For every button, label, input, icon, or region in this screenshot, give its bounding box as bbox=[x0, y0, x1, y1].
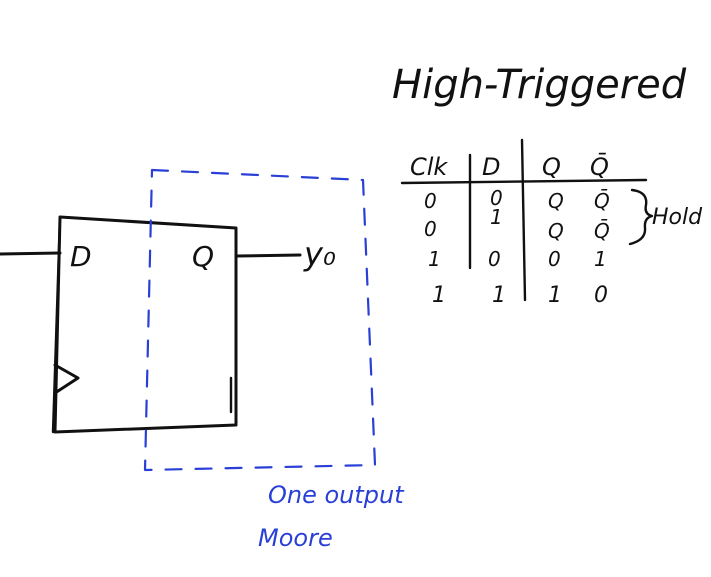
table-cell: 1 bbox=[432, 283, 446, 308]
table-cell: Q̄ bbox=[594, 188, 610, 213]
annotation-line1: One output bbox=[268, 481, 405, 509]
clock-triangle-icon bbox=[53, 363, 80, 395]
annotation-line2: Moore bbox=[258, 524, 333, 552]
table-cell: 1 bbox=[490, 205, 503, 229]
moore-output-boundary: One output Moore bbox=[143, 168, 405, 552]
flip-flop: D Q y₀ bbox=[0, 215, 336, 434]
table-cell: 0 bbox=[424, 217, 437, 241]
table-cell: Q bbox=[548, 189, 564, 213]
flip-flop-body bbox=[53, 215, 238, 434]
d-input-label: D bbox=[70, 240, 92, 273]
table-header-d: D bbox=[482, 153, 500, 181]
table-cell: 0 bbox=[424, 189, 437, 213]
table-cell: 1 bbox=[492, 283, 506, 308]
hold-brace-icon bbox=[628, 188, 654, 246]
table-header-clk: Clk bbox=[410, 153, 448, 181]
table-row: 0 1 Q Q̄ bbox=[424, 205, 610, 243]
table-cell: 1 bbox=[548, 283, 562, 308]
table-cell: Q̄ bbox=[594, 218, 610, 243]
table-header-q: Q bbox=[542, 153, 561, 181]
table-row: 0 0 Q Q̄ bbox=[424, 186, 610, 213]
table-cell: 0 bbox=[594, 283, 608, 308]
table-cell: 1 bbox=[428, 247, 441, 271]
table-row: 1 1 1 0 bbox=[432, 283, 608, 308]
output-y0-label: y₀ bbox=[303, 235, 336, 273]
table-divider-2 bbox=[520, 138, 527, 302]
table-row: 1 0 0 1 bbox=[428, 247, 607, 271]
table-header-rule bbox=[400, 178, 648, 185]
diagram-title: High-Triggered bbox=[392, 62, 687, 108]
q-output-wire bbox=[235, 253, 302, 258]
d-input-wire bbox=[0, 251, 62, 256]
table-cell: 0 bbox=[548, 247, 561, 271]
table-cell: Q bbox=[548, 219, 564, 243]
q-output-label: Q bbox=[192, 240, 214, 273]
hold-label: Hold bbox=[652, 205, 703, 230]
table-cell: 1 bbox=[594, 247, 607, 271]
table-cell: 0 bbox=[488, 247, 501, 271]
blue-dashed-box bbox=[143, 168, 377, 472]
table-cell: 0 bbox=[490, 186, 503, 210]
truth-table: Clk D Q Q̄ 0 0 Q Q̄ 0 1 Q Q̄ 1 0 0 1 1 bbox=[400, 138, 703, 308]
table-header-qbar: Q̄ bbox=[590, 152, 609, 181]
